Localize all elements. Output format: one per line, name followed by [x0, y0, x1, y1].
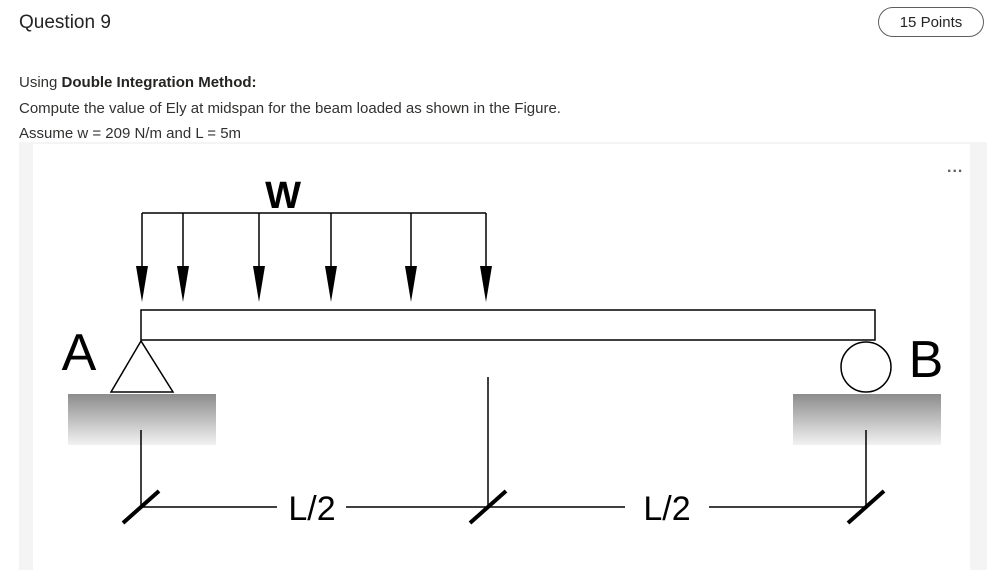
prompt-method: Double Integration Method: [61, 74, 257, 91]
dimension-lines [140, 377, 867, 508]
load-label: W [265, 175, 301, 217]
pin-support [109, 339, 175, 393]
more-options-icon[interactable]: ... [947, 159, 964, 176]
points-badge: 15 Points [878, 7, 984, 37]
support-b-label: B [909, 331, 944, 389]
question-prompt: Using Double Integration Method: Compute… [19, 70, 561, 147]
beam-figure: W A B [33, 144, 970, 570]
prompt-line-2: Compute the value of Ely at midspan for … [19, 99, 561, 117]
prompt-line-1: Using Double Integration Method: [19, 70, 561, 96]
question-title: Question 9 [19, 12, 111, 33]
left-ground [68, 394, 216, 445]
dimension-left-label: L/2 [288, 490, 335, 528]
distributed-load [136, 212, 492, 302]
beam [140, 309, 876, 341]
prompt-line-3: Assume w = 209 N/m and L = 5m [19, 125, 242, 142]
right-ground [793, 394, 941, 445]
dimension-right-label: L/2 [643, 490, 690, 528]
beam-diagram: W A B [62, 175, 944, 528]
support-a-label: A [62, 324, 97, 382]
prompt-prefix: Using [19, 74, 62, 91]
roller-support [840, 341, 892, 393]
dimension-ticks [121, 489, 886, 525]
